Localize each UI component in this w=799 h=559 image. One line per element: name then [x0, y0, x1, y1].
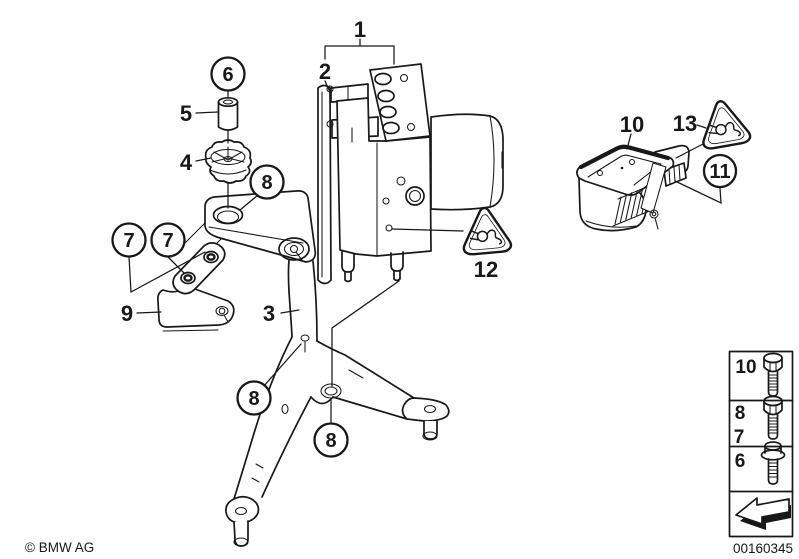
copyright-label: © BMW AG	[25, 540, 94, 555]
hex-bolt-icon	[763, 352, 783, 397]
hex-bolt-icon	[763, 395, 783, 440]
callout-label: 12	[474, 257, 498, 282]
callout-8-center[interactable]: 8	[313, 422, 349, 458]
callout-11[interactable]: 11	[702, 153, 738, 189]
unit-mount-leader-line	[331, 280, 400, 387]
control-unit-part-10	[576, 144, 690, 232]
callout-10[interactable]: 10	[620, 112, 644, 137]
callout-label: 7	[162, 230, 173, 252]
callout-13[interactable]: 13	[673, 111, 697, 136]
callout-label: 8	[261, 172, 272, 194]
callout-label: 3	[263, 301, 275, 326]
legend-ref-label: 7	[734, 427, 745, 448]
support-bracket-part-9	[157, 242, 235, 332]
callout-5[interactable]: 5	[180, 101, 192, 126]
callout-label: 10	[620, 112, 644, 137]
callout-label: 13	[673, 111, 697, 136]
callout-label: 11	[709, 161, 730, 183]
image-number: 00160345	[733, 541, 793, 556]
plug-warning-icon	[695, 96, 753, 151]
legend-row-screw-6[interactable]: 6	[735, 441, 786, 485]
legend-row-screw-8-7[interactable]: 8 7	[734, 395, 783, 449]
warning-triangle-12	[459, 204, 513, 257]
callout-label: 2	[319, 59, 331, 84]
legend-ref-label: 6	[735, 451, 746, 472]
callout-3[interactable]: 3	[263, 301, 275, 326]
direction-arrow-icon	[735, 497, 791, 530]
mounting-bracket-part-3	[170, 190, 450, 547]
spacer-sleeve-part-5	[217, 96, 239, 131]
callout-6[interactable]: 6	[210, 56, 246, 92]
callout-label: 1	[354, 17, 366, 42]
callout-label: 5	[180, 101, 192, 126]
callout-label: 7	[123, 230, 134, 252]
callout-12[interactable]: 12	[474, 257, 498, 282]
callout-8-left[interactable]: 8	[236, 380, 272, 416]
callout-7-left[interactable]: 7	[111, 222, 147, 258]
callout-label: 6	[222, 64, 233, 86]
fastener-legend: 10 8 7 6	[728, 350, 794, 538]
callout-label: 8	[248, 388, 259, 410]
warning-triangle-13	[695, 96, 753, 151]
callout-7-right[interactable]: 7	[150, 222, 186, 258]
callout-1[interactable]: 1	[354, 17, 366, 42]
leader-lines	[128, 38, 722, 425]
legend-ref-label: 10	[735, 357, 756, 378]
callout-8-top[interactable]: 8	[249, 164, 285, 200]
callout-label: 9	[121, 301, 133, 326]
callout-label: 8	[325, 430, 336, 452]
callout-label: 4	[180, 150, 193, 175]
legend-ref-label: 8	[735, 403, 746, 424]
callout-4[interactable]: 4	[180, 150, 193, 175]
rubber-mount-part-4	[204, 139, 252, 184]
callout-2[interactable]: 2	[319, 59, 331, 84]
flanged-bolt-icon	[760, 441, 786, 485]
hydro-unit-dsc	[317, 63, 504, 285]
legend-row-screw-10[interactable]: 10	[735, 352, 783, 397]
plug-warning-icon	[459, 204, 513, 257]
callout-9[interactable]: 9	[121, 301, 133, 326]
